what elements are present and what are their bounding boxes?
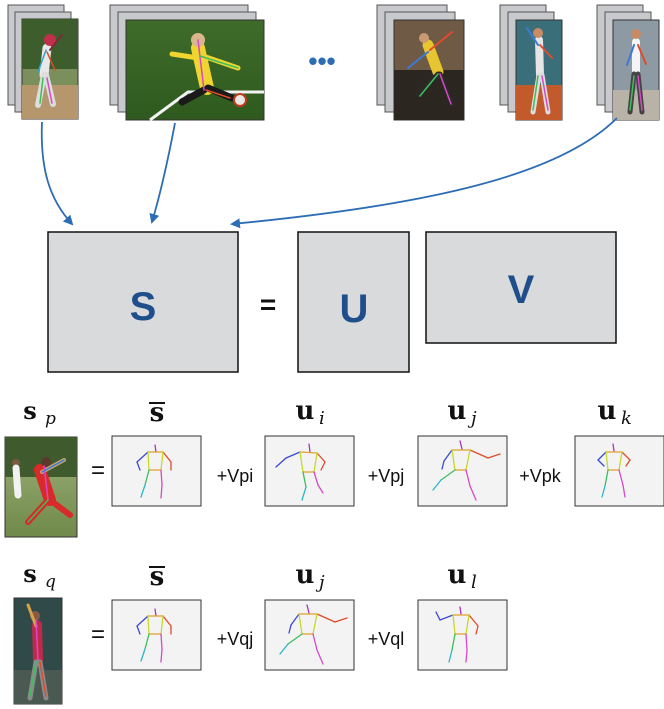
row-p-term-3-header: u k — [598, 396, 632, 429]
matrix-u-label: U — [340, 287, 369, 331]
svg-text:i: i — [319, 408, 325, 429]
svg-text:u: u — [296, 560, 315, 590]
matrix-s-label: S — [130, 285, 157, 329]
row-q-term-2-header: u l — [448, 560, 477, 593]
row-p-lhs-symbol: s p — [23, 396, 56, 429]
row-p-term-1-header: u i — [296, 396, 325, 429]
row-q-term-1-header: u j — [296, 560, 325, 593]
matrix-v — [425, 231, 617, 344]
svg-text:s: s — [150, 398, 165, 428]
stick-figure-icon — [435, 606, 479, 663]
row-p-coef-2: +Vpj — [368, 466, 405, 486]
svg-text:j: j — [467, 408, 477, 429]
row-p-term-2-header: u j — [448, 396, 477, 429]
row-p-term-0-header: s — [149, 398, 165, 428]
svg-text:u: u — [598, 396, 617, 426]
photo-p — [4, 436, 78, 538]
matrix-v-label: V — [508, 268, 535, 312]
arrow-3 — [230, 117, 618, 229]
photo-q — [13, 597, 63, 705]
stick-figure-icon — [279, 604, 348, 665]
pose-card-q-u-l — [417, 599, 508, 671]
pose-card-p-mean — [111, 435, 202, 507]
ellipsis: ••• — [308, 46, 335, 76]
svg-text:u: u — [448, 396, 467, 426]
photo-stack-icon — [499, 4, 563, 121]
matrix-equals: = — [260, 289, 276, 320]
row-q-coef-1: +Vqj — [217, 629, 254, 649]
svg-text:j: j — [315, 572, 325, 593]
svg-text:s: s — [23, 559, 37, 588]
stick-figure-icon — [275, 443, 326, 501]
photo-stack-icon — [376, 4, 465, 121]
row-q-coef-2: +Vql — [368, 629, 405, 649]
svg-text:s: s — [150, 562, 165, 592]
row-p-equals: = — [91, 457, 105, 484]
pose-card-q-mean — [111, 599, 202, 671]
arrow-2 — [149, 122, 176, 224]
svg-text:s: s — [23, 396, 37, 425]
stick-figure-icon — [136, 608, 172, 663]
row-p-coef-3: +Vpk — [519, 466, 562, 486]
svg-text:u: u — [448, 560, 467, 590]
row-p-coef-1: +Vpi — [217, 466, 254, 486]
stick-figure-icon — [136, 444, 172, 499]
pose-card-q-u-j — [264, 599, 355, 671]
svg-text:l: l — [471, 572, 477, 593]
row-q-term-0-header: s — [149, 562, 165, 592]
photo-stack-icon — [109, 4, 265, 122]
arrow-1 — [40, 121, 74, 226]
svg-text:k: k — [621, 408, 632, 429]
pose-card-p-u-j — [417, 435, 508, 507]
photo-stack-icon — [596, 4, 660, 121]
svg-text:p: p — [45, 409, 56, 429]
row-q-lhs-symbol: s q — [23, 559, 56, 592]
svg-text:u: u — [296, 396, 315, 426]
matrix-u — [297, 231, 410, 373]
row-q-equals: = — [91, 621, 105, 648]
svg-text:q: q — [45, 572, 56, 592]
stick-figure-icon — [597, 443, 631, 498]
photo-stack-icon — [7, 4, 79, 120]
matrix-s — [47, 231, 239, 373]
stick-figure-icon — [432, 440, 501, 501]
